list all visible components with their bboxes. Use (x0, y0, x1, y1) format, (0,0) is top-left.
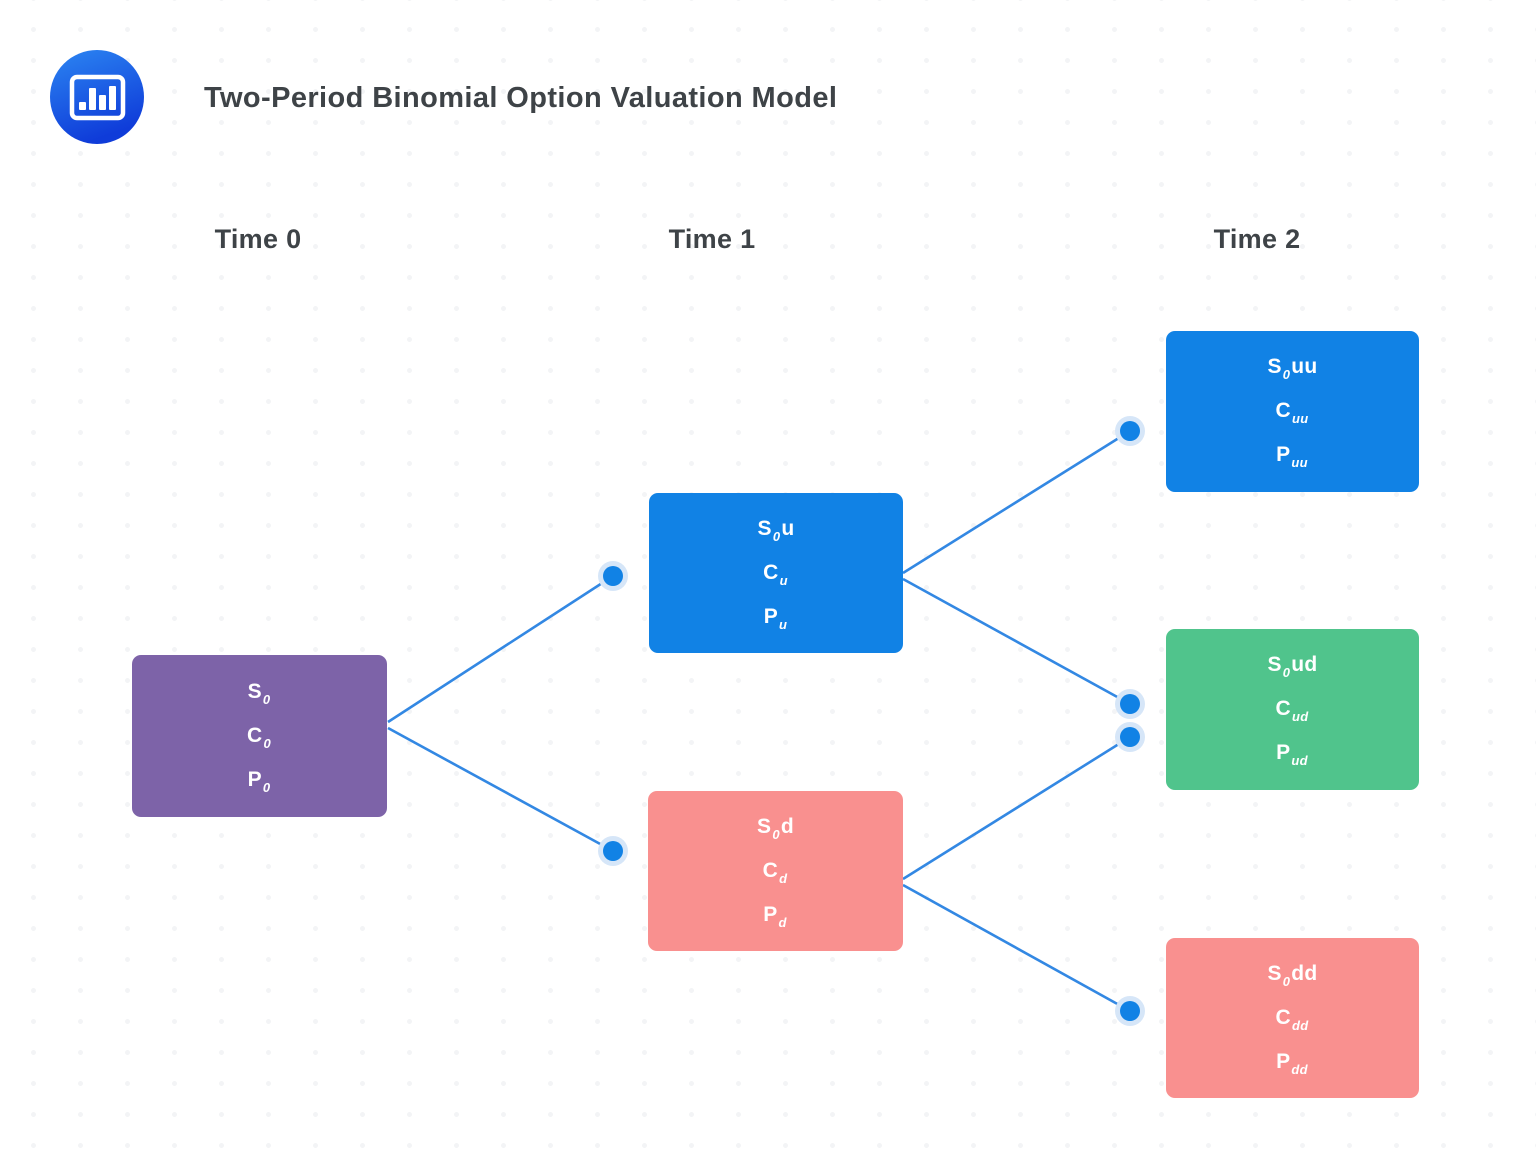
connector-dot (598, 836, 628, 866)
connector-dot (1115, 689, 1145, 719)
branch-up-line (387, 574, 614, 724)
bar-chart-icon (50, 50, 144, 144)
connector-dot (1115, 416, 1145, 446)
node-label: Cud (1275, 697, 1309, 724)
connector-dot (598, 561, 628, 591)
node-label: Pd (763, 902, 787, 930)
node-label: S0u (757, 516, 795, 544)
node-label: S0d (757, 814, 794, 842)
node-label: Puu (1276, 443, 1308, 470)
column-header-time-2: Time 2 (1213, 224, 1301, 254)
node-label: Cu (763, 560, 788, 588)
node-label: Cd (762, 858, 788, 886)
node-label: P0 (247, 767, 271, 795)
connector-dot (1115, 996, 1145, 1026)
node-label: C0 (247, 723, 271, 751)
node-label: Pdd (1276, 1049, 1308, 1077)
node-label: S0dd (1267, 961, 1318, 989)
app-logo (49, 49, 145, 145)
node-label: Pu (763, 604, 788, 632)
node-label: Cdd (1275, 1005, 1309, 1033)
branch-uu-line (902, 429, 1131, 575)
column-header-time-0: Time 0 (214, 224, 302, 254)
connector-dot (1115, 722, 1145, 752)
page-title: Two-Period Binomial Option Valuation Mod… (204, 82, 838, 114)
branch-dd-line (902, 883, 1131, 1013)
node-label: S0uu (1267, 355, 1318, 382)
branch-du-line (902, 735, 1131, 881)
node-label: Cuu (1275, 399, 1309, 426)
column-header-time-1: Time 1 (668, 224, 756, 254)
node-label: Pud (1276, 741, 1308, 768)
node-label: S0ud (1267, 653, 1318, 680)
branch-ud-line (902, 577, 1131, 706)
node-label: S0 (247, 679, 271, 707)
branch-down-line (387, 726, 614, 853)
